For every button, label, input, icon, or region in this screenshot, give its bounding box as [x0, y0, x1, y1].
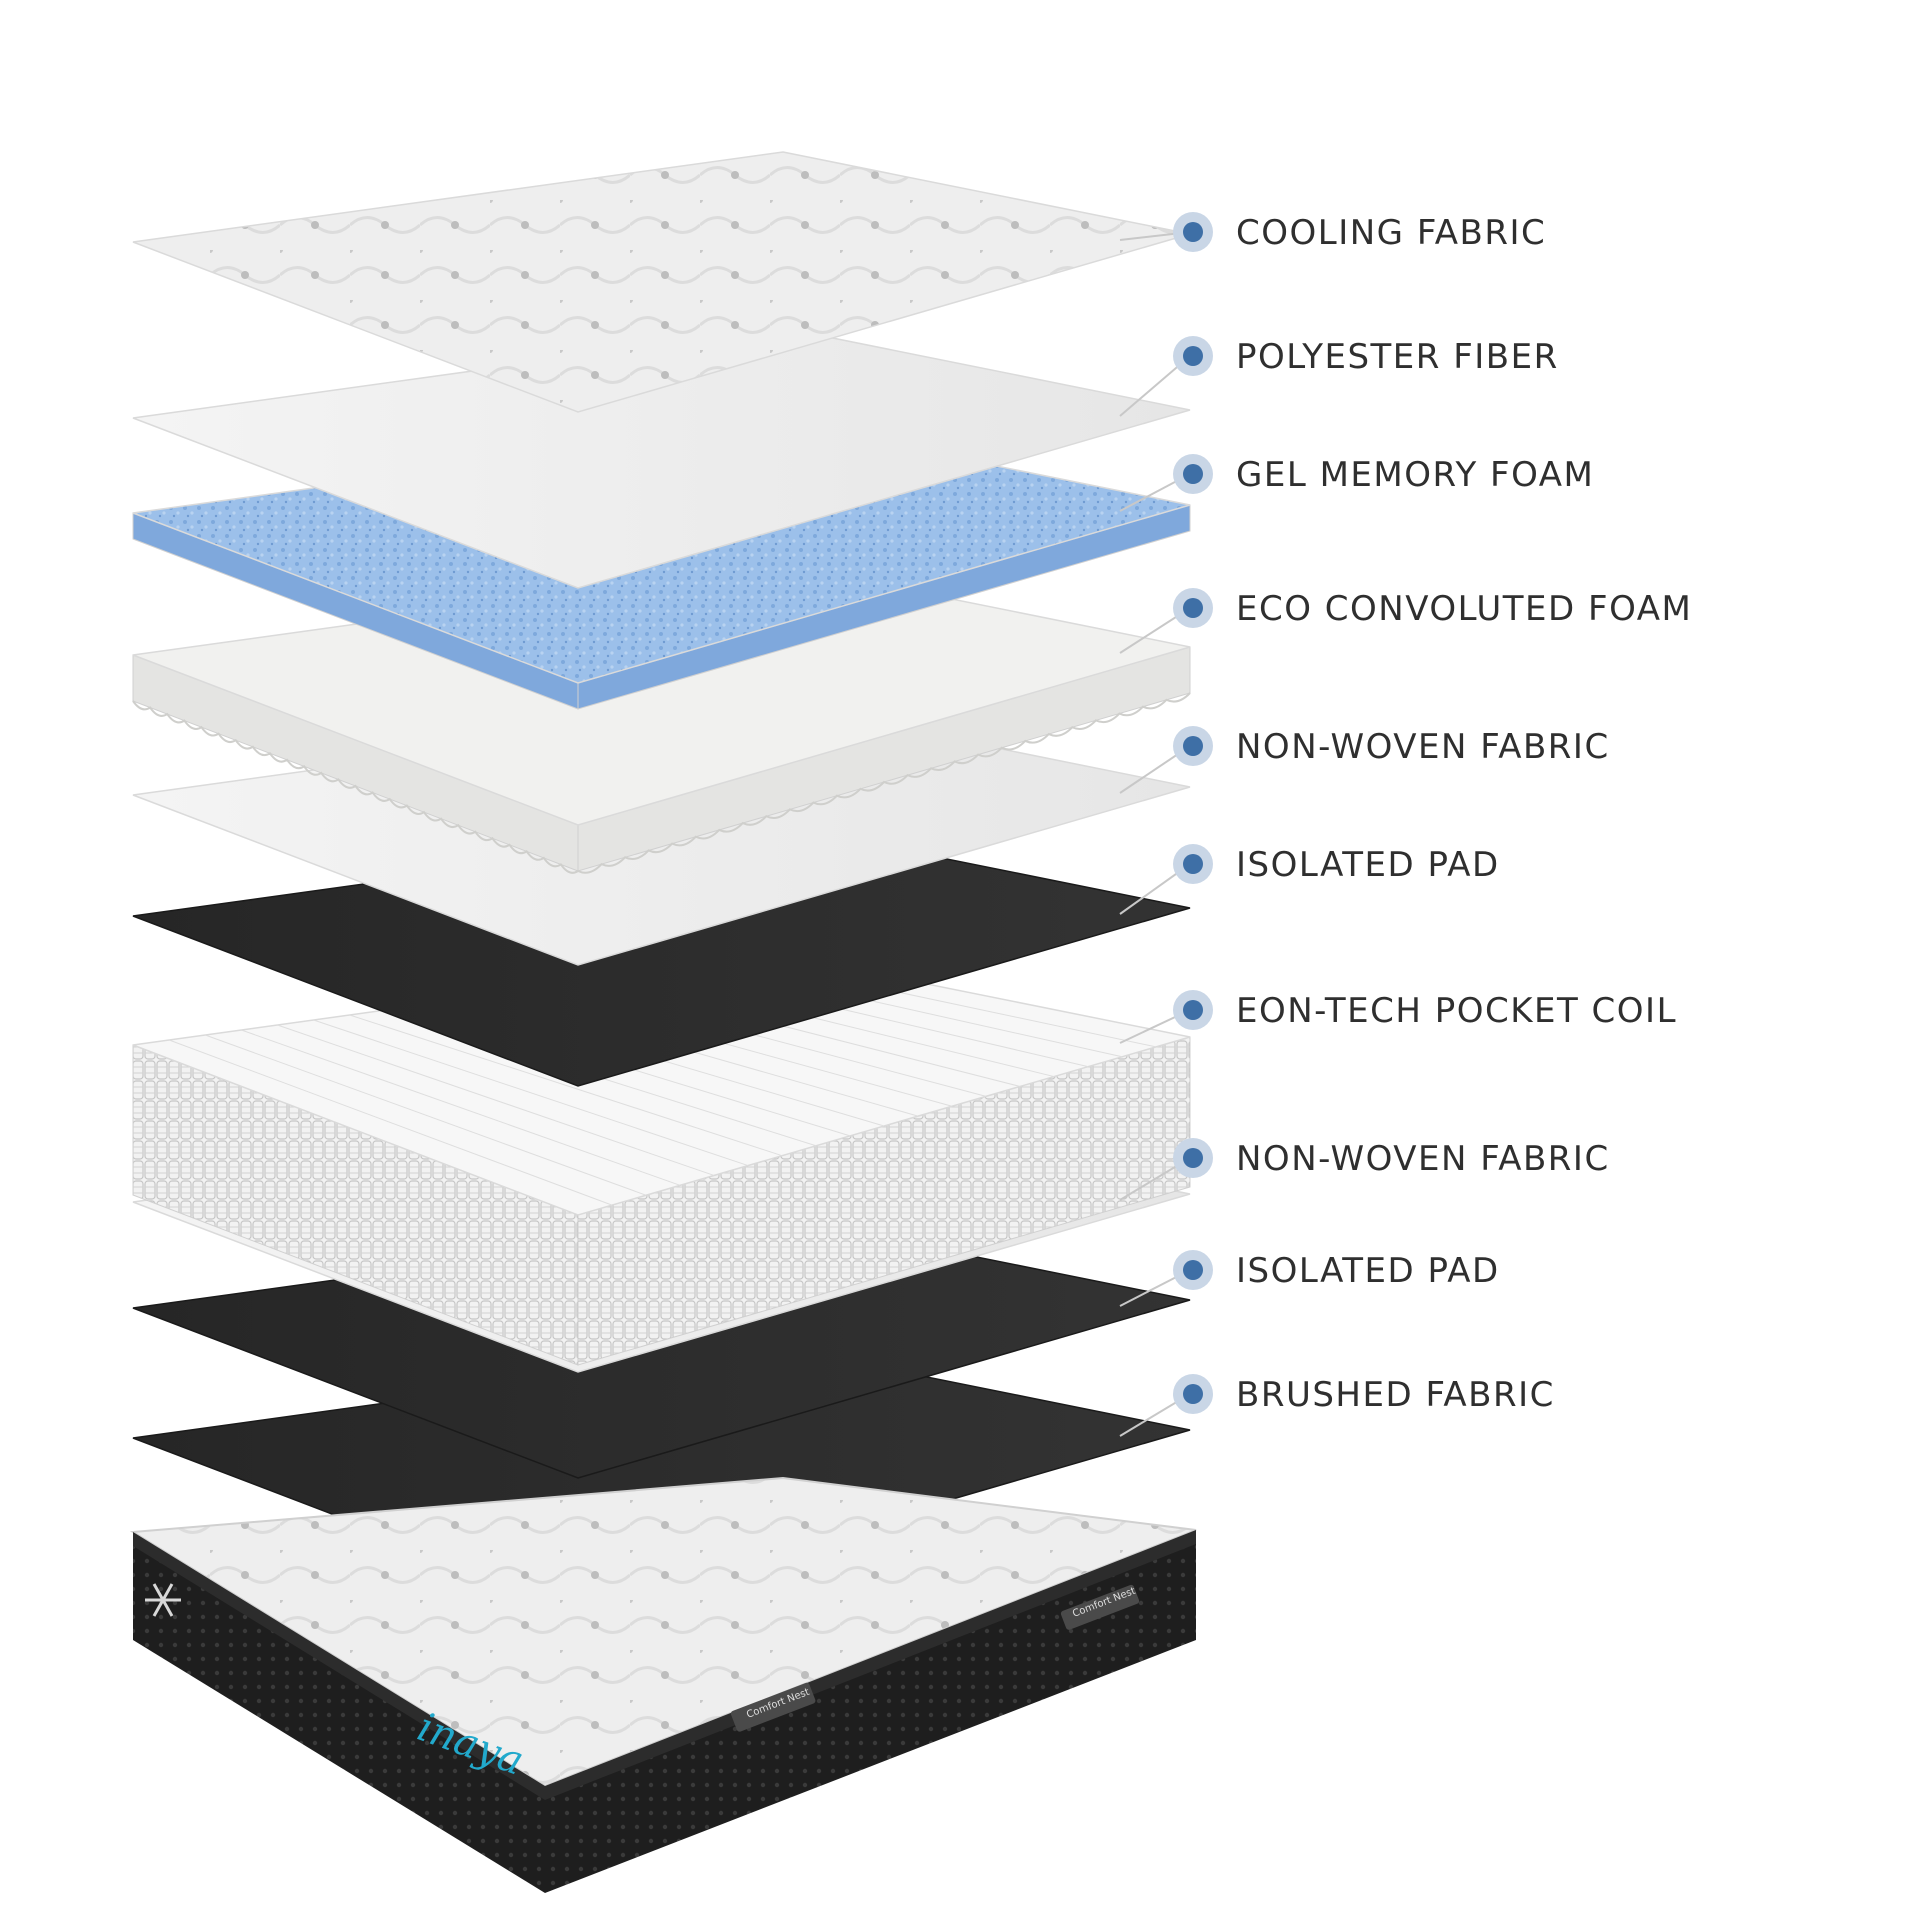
layer-label-5: NON-WOVEN FABRIC	[1119, 726, 1610, 794]
marker-dot	[1183, 222, 1203, 242]
coil-row-line	[349, 1014, 783, 1157]
layer-label-6: ISOLATED PAD	[1119, 844, 1500, 915]
layer-name: ECO CONVOLUTED FOAM	[1236, 589, 1692, 629]
layer-2-top	[132, 327, 1191, 589]
marker-dot	[1183, 598, 1203, 618]
layer-name: NON-WOVEN FABRIC	[1236, 727, 1610, 767]
layer-label-1: COOLING FABRIC	[1119, 212, 1546, 253]
layer-name: POLYESTER FIBER	[1236, 337, 1559, 377]
marker-dot	[1183, 854, 1203, 874]
marker-dot	[1183, 346, 1203, 366]
layer-label-10: BRUSHED FABRIC	[1119, 1374, 1555, 1437]
convoluted-edge	[132, 692, 1191, 874]
coil-row-line	[168, 1039, 613, 1206]
layer-name: EON-TECH POCKET COIL	[1236, 991, 1677, 1031]
marker-dot	[1183, 1148, 1203, 1168]
layer-1	[132, 151, 1191, 413]
layer-label-2: POLYESTER FIBER	[1119, 336, 1559, 417]
coil-row-line	[241, 1029, 681, 1186]
layer-7	[132, 954, 1191, 1366]
layer-2	[132, 327, 1191, 589]
mattress-side-front	[133, 1532, 545, 1893]
layer-label-3: GEL MEMORY FOAM	[1119, 454, 1594, 512]
coil-row-line	[313, 1019, 749, 1167]
layers-group	[132, 151, 1191, 1609]
marker-dot	[1183, 736, 1203, 756]
layer-name: NON-WOVEN FABRIC	[1236, 1139, 1610, 1179]
layer-name: BRUSHED FABRIC	[1236, 1375, 1555, 1415]
layer-name: ISOLATED PAD	[1236, 1251, 1500, 1291]
labels-group: COOLING FABRIC POLYESTER FIBER GEL MEMORY …	[1119, 212, 1692, 1437]
layer-name: GEL MEMORY FOAM	[1236, 455, 1594, 495]
assembled-mattress: inaya Comfort Nest Comfort Nest	[129, 1476, 1197, 1893]
layer-label-7: EON-TECH POCKET COIL	[1119, 990, 1677, 1044]
snowflake-icon	[145, 1583, 181, 1617]
layer-label-8: NON-WOVEN FABRIC	[1119, 1138, 1610, 1201]
layer-label-9: ISOLATED PAD	[1119, 1250, 1500, 1307]
layer-label-4: ECO CONVOLUTED FOAM	[1119, 588, 1692, 654]
layer-name: COOLING FABRIC	[1236, 213, 1546, 253]
coil-row-line	[205, 1034, 647, 1196]
marker-dot	[1183, 1260, 1203, 1280]
mattress-side-right	[545, 1530, 1196, 1893]
marker-dot	[1183, 1000, 1203, 1020]
layer-name: ISOLATED PAD	[1236, 845, 1500, 885]
layer-1-top	[132, 151, 1191, 413]
coil-row-line	[277, 1024, 715, 1176]
marker-dot	[1183, 1384, 1203, 1404]
marker-dot	[1183, 464, 1203, 484]
